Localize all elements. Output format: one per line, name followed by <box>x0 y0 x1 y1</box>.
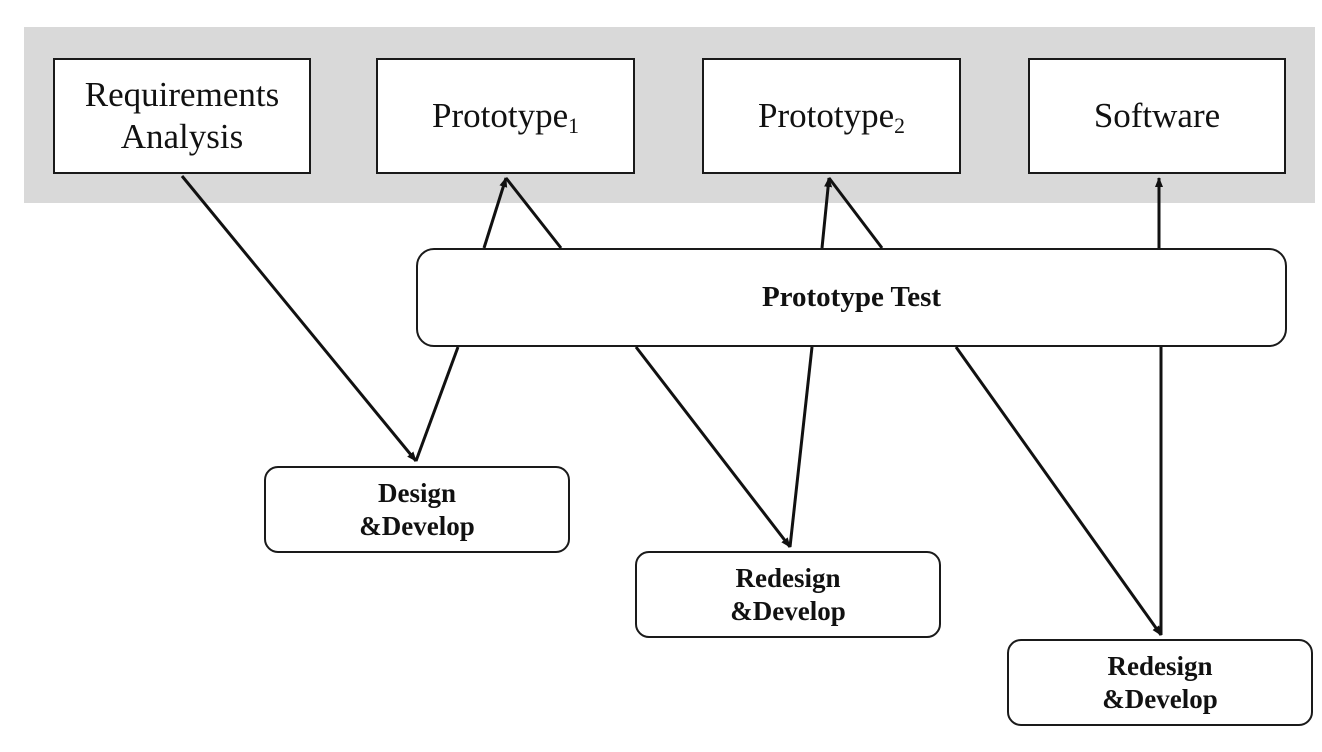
prototype-2-subscript: 2 <box>894 114 905 139</box>
prototype-test-box: Prototype Test <box>416 248 1287 347</box>
design-develop-label-1: Design&Develop <box>342 477 492 542</box>
software-box: Software <box>1028 58 1286 174</box>
prototype-1-box: Prototype1 <box>376 58 635 174</box>
prototype-2-box: Prototype2 <box>702 58 961 174</box>
redesign-develop-box-2: Redesign&Develop <box>635 551 941 638</box>
redesign-develop-label-2: Redesign&Develop <box>713 562 863 627</box>
arrow-prototype-1-to-redesign-lower <box>634 346 792 548</box>
design-develop-box-1: Design&Develop <box>264 466 570 553</box>
prototype-2-text: Prototype <box>758 96 895 135</box>
requirements-line-2: Analysis <box>120 117 244 156</box>
design-develop-1-line-1: Design <box>377 478 456 509</box>
software-label: Software <box>1093 96 1221 135</box>
redesign-develop-3-line-2: &Develop <box>1102 683 1218 714</box>
redesign-develop-2-line-2: &Develop <box>730 595 846 626</box>
arrow-requirements-to-design <box>180 175 418 462</box>
arrow-design-to-prototype-1-lower <box>414 346 460 462</box>
prototype-1-label: Prototype1 <box>432 95 579 137</box>
prototype-1-subscript: 1 <box>568 114 579 139</box>
redesign-develop-label-3: Redesign&Develop <box>1085 650 1235 715</box>
prototype-test-label: Prototype Test <box>761 281 942 313</box>
design-develop-1-line-2: &Develop <box>359 510 475 541</box>
redesign-develop-3-line-1: Redesign <box>1107 651 1213 682</box>
arrow-redesign-to-prototype-2-lower <box>788 346 814 548</box>
arrow-prototype-2-to-redesign-lower <box>954 346 1163 636</box>
prototype-2-label: Prototype2 <box>758 95 905 137</box>
redesign-develop-box-3: Redesign&Develop <box>1007 639 1313 726</box>
requirements-line-1: Requirements <box>84 75 280 114</box>
redesign-develop-2-line-1: Redesign <box>735 563 841 594</box>
prototype-1-text: Prototype <box>432 96 569 135</box>
